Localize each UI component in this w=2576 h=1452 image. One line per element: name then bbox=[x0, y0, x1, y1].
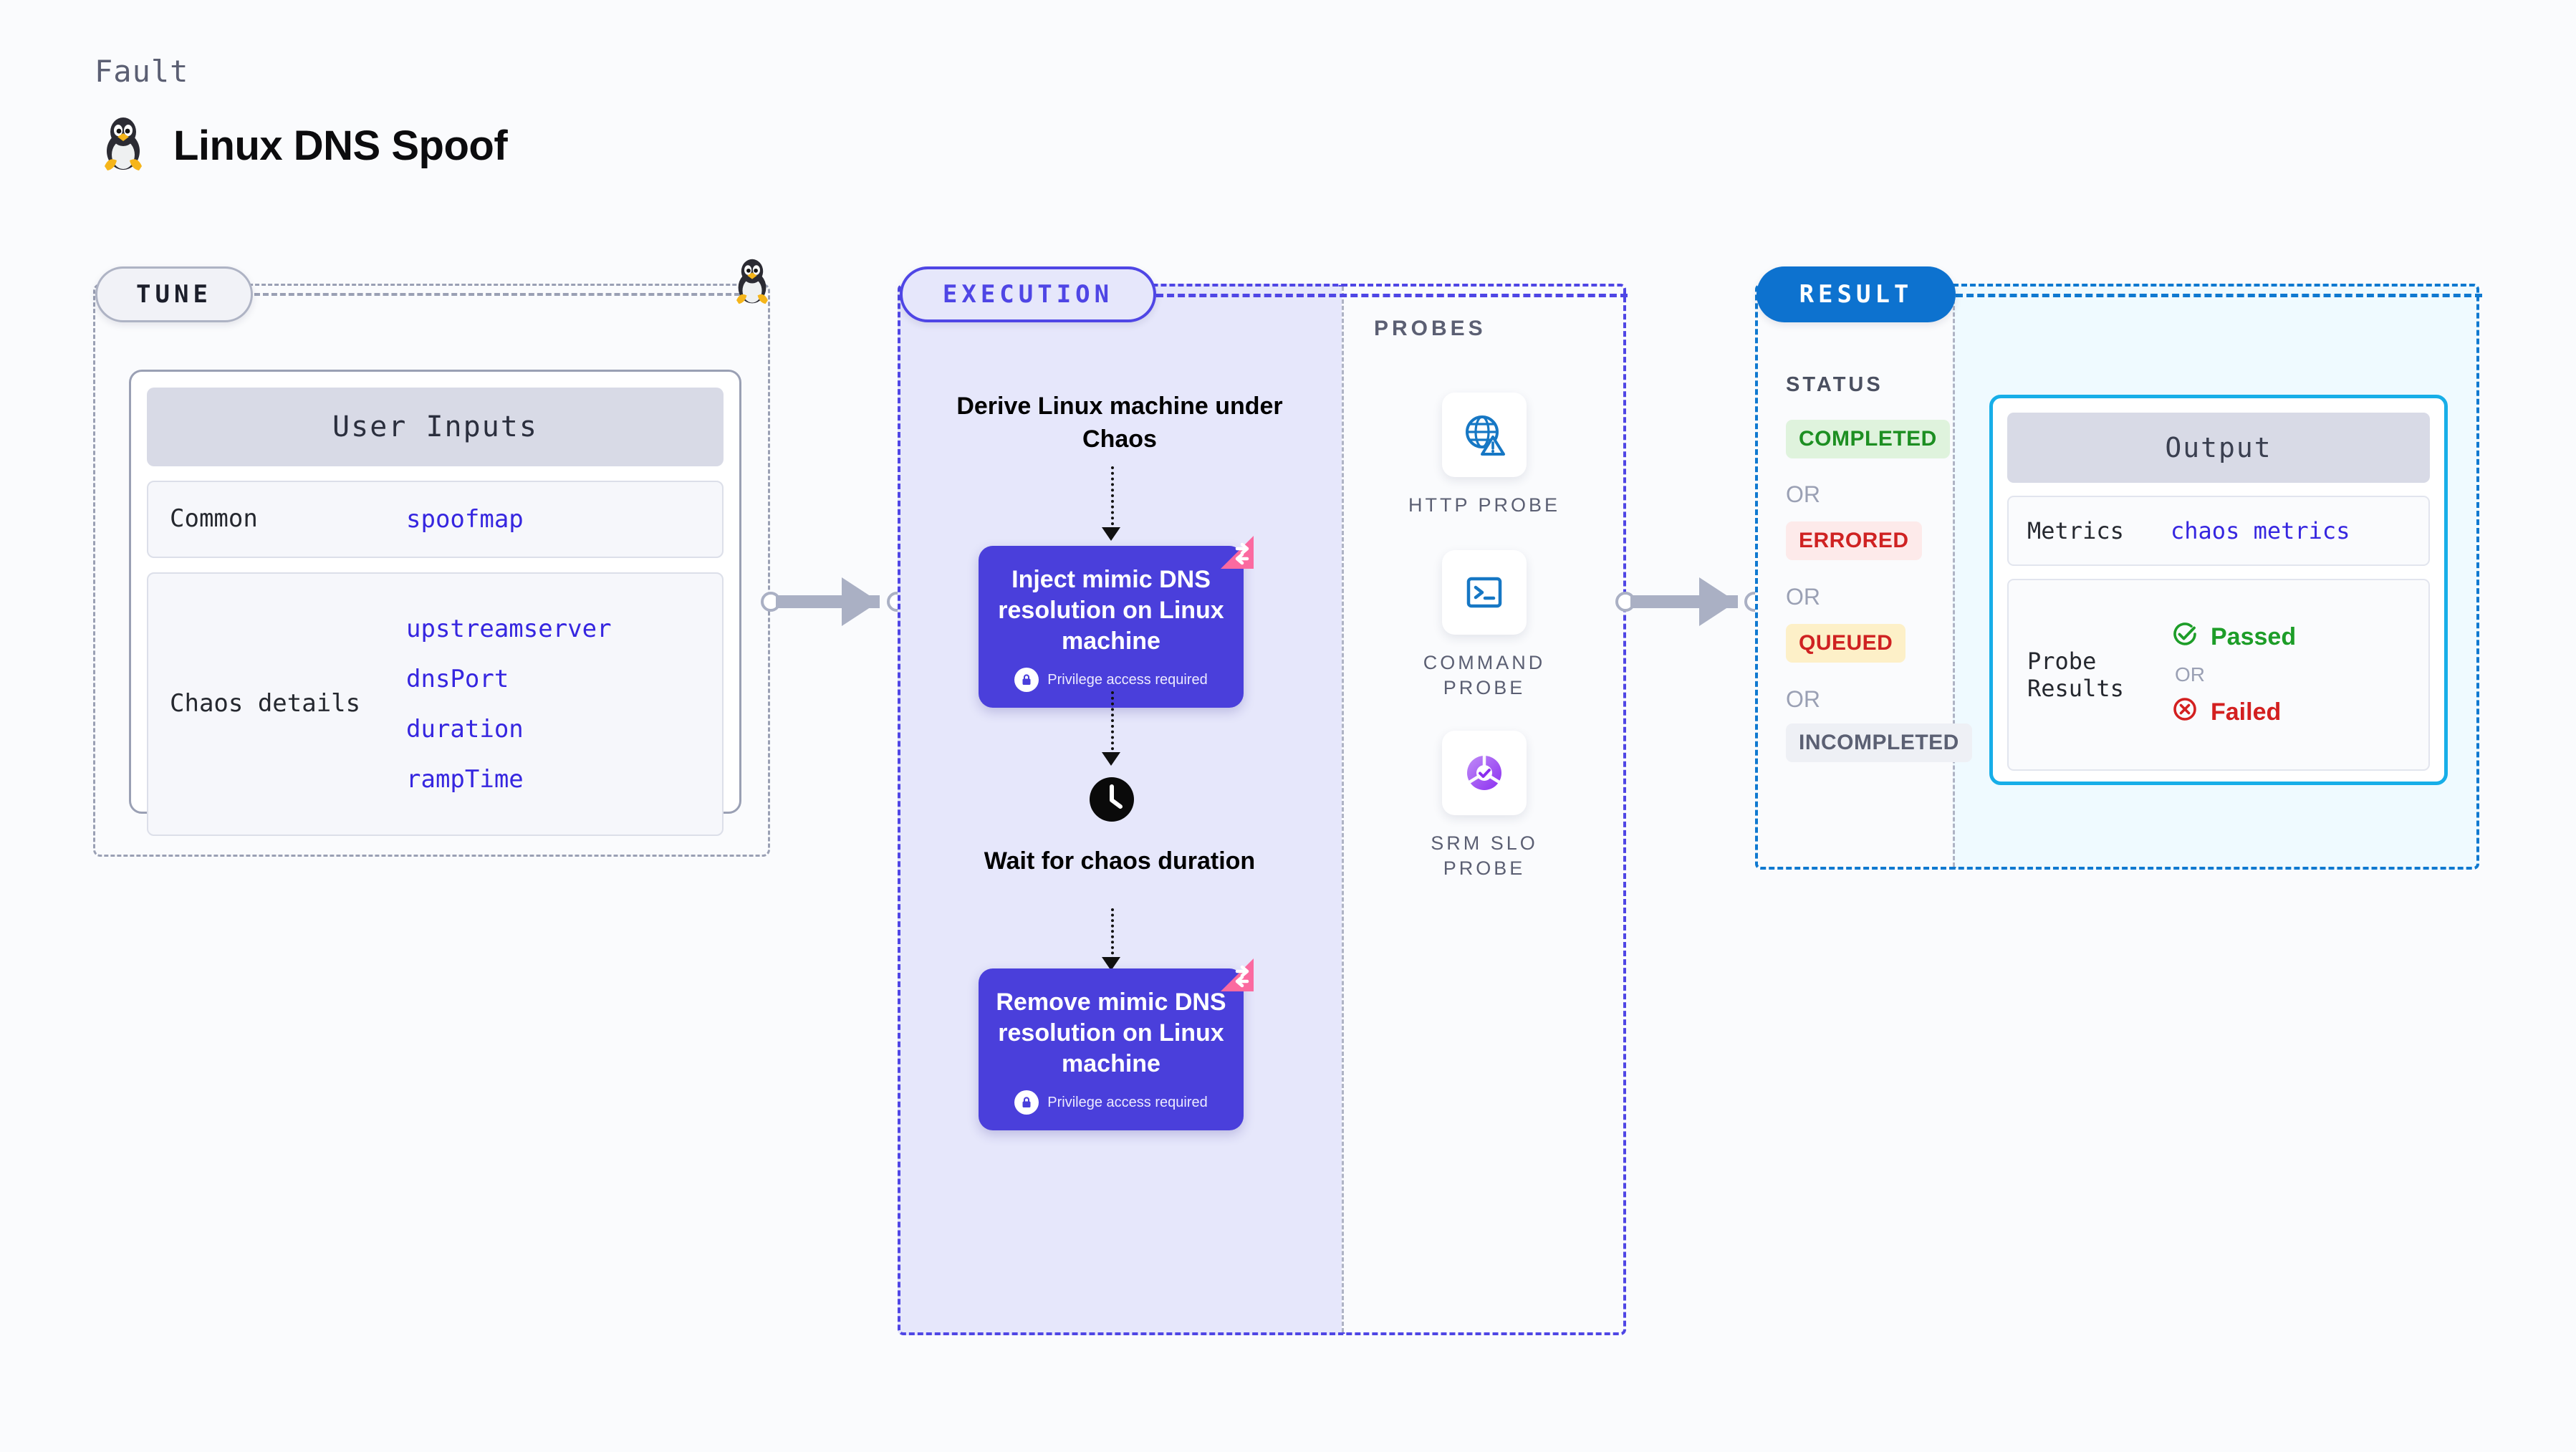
probe-command[interactable]: COMMAND PROBE bbox=[1395, 550, 1574, 701]
status-badge-errored: ERRORED bbox=[1786, 521, 1922, 560]
connector-arrowhead bbox=[842, 577, 879, 626]
probe-label: SRM SLO PROBE bbox=[1431, 832, 1538, 880]
verdict-or: OR bbox=[2175, 663, 2205, 686]
slo-donut-check-icon bbox=[1442, 731, 1527, 815]
lock-icon bbox=[1014, 668, 1039, 693]
probe-label: HTTP PROBE bbox=[1408, 494, 1561, 516]
flow-arrow-2 bbox=[1102, 752, 1120, 766]
swap-ribbon-icon bbox=[1215, 953, 1259, 1001]
verdict-passed: Passed bbox=[2171, 620, 2296, 655]
input-value: upstreamserver bbox=[406, 615, 612, 643]
verdict-list: Passed OR Failed bbox=[2171, 620, 2296, 730]
step-inject-box[interactable]: Inject mimic DNS resolution on Linux mac… bbox=[979, 536, 1254, 708]
output-row-label: Probe Results bbox=[2027, 647, 2124, 702]
input-value: duration bbox=[406, 715, 524, 744]
input-value: dnsPort bbox=[406, 665, 509, 693]
output-row-value: chaos metrics bbox=[2171, 517, 2350, 544]
step-remove-title: Remove mimic DNS resolution on Linux mac… bbox=[996, 989, 1226, 1077]
flow-arrow-3 bbox=[1102, 957, 1120, 971]
tune-panel bbox=[93, 284, 770, 857]
step-derive-label: Derive Linux machine under Chaos bbox=[956, 393, 1283, 453]
privilege-note-text: Privilege access required bbox=[1047, 1094, 1208, 1110]
tux-penguin-icon bbox=[100, 116, 146, 176]
output-row-label: Metrics bbox=[2027, 516, 2124, 544]
result-status-panel bbox=[1755, 284, 1953, 870]
result-divider bbox=[1953, 287, 1955, 867]
verdict-passed-label: Passed bbox=[2211, 623, 2297, 650]
privilege-note-text: Privilege access required bbox=[1047, 671, 1208, 688]
check-circle-icon bbox=[2171, 620, 2199, 655]
execution-badge: EXECUTION bbox=[900, 266, 1156, 322]
status-badge-incompleted: INCOMPLETED bbox=[1786, 723, 1972, 762]
status-or-1: OR bbox=[1786, 481, 1820, 507]
input-row-label: Common bbox=[170, 504, 258, 534]
output-title: Output bbox=[2007, 413, 2430, 483]
privilege-note: Privilege access required bbox=[996, 668, 1226, 693]
page-title-text: Linux DNS Spoof bbox=[173, 122, 508, 169]
step-remove-box[interactable]: Remove mimic DNS resolution on Linux mac… bbox=[979, 958, 1254, 1131]
step-inject-title: Inject mimic DNS resolution on Linux mac… bbox=[998, 566, 1224, 655]
execution-dashed-connector bbox=[1156, 294, 1628, 297]
flow-line-3 bbox=[1111, 908, 1114, 960]
input-value: rampTime bbox=[406, 765, 524, 794]
connector-arrowhead bbox=[1699, 577, 1736, 626]
probes-title: PROBES bbox=[1374, 317, 1486, 340]
clock-icon bbox=[1090, 777, 1134, 825]
page-title: Linux DNS Spoof bbox=[100, 116, 508, 176]
privilege-note: Privilege access required bbox=[996, 1090, 1226, 1115]
user-inputs-title: User Inputs bbox=[147, 388, 724, 466]
probe-srm-slo[interactable]: SRM SLO PROBE bbox=[1395, 731, 1574, 881]
user-inputs-card: User Inputs Common spoofmap Chaos detail… bbox=[129, 370, 741, 836]
status-badge-queued: QUEUED bbox=[1786, 624, 1906, 663]
tune-badge: TUNE bbox=[95, 266, 253, 322]
tune-tux-penguin-icon bbox=[733, 258, 772, 309]
output-row-probe-results: Probe Results Passed OR bbox=[2007, 579, 2430, 771]
input-row-label: Chaos details bbox=[170, 689, 361, 718]
swap-ribbon-icon bbox=[1215, 530, 1259, 578]
verdict-failed: Failed bbox=[2171, 695, 2296, 730]
output-row-metrics: Metrics chaos metrics bbox=[2007, 496, 2430, 566]
input-value: spoofmap bbox=[406, 505, 524, 534]
input-row-common: Common spoofmap bbox=[147, 481, 724, 558]
flow-arrow-1 bbox=[1102, 527, 1120, 541]
output-card: Output Metrics chaos metrics Probe Resul… bbox=[1989, 395, 2448, 785]
result-dashed-connector bbox=[1956, 294, 2482, 297]
step-wait-label: Wait for chaos duration bbox=[984, 847, 1256, 875]
terminal-icon bbox=[1442, 550, 1527, 635]
input-row-chaos-details: Chaos details upstreamserver dnsPort dur… bbox=[147, 572, 724, 836]
flow-line-1 bbox=[1111, 466, 1114, 531]
result-badge: RESULT bbox=[1756, 266, 1956, 322]
execution-probes-divider bbox=[1342, 287, 1344, 1332]
status-badge-completed: COMPLETED bbox=[1786, 420, 1950, 458]
input-row-values: upstreamserver dnsPort duration rampTime bbox=[406, 615, 612, 794]
probe-label: COMMAND PROBE bbox=[1423, 652, 1546, 699]
page-kicker: Fault bbox=[95, 54, 189, 89]
input-row-values: spoofmap bbox=[406, 505, 524, 534]
lock-icon bbox=[1014, 1090, 1039, 1115]
tune-dashed-connector bbox=[254, 293, 749, 296]
status-title: STATUS bbox=[1786, 373, 1883, 396]
probe-http[interactable]: HTTP PROBE bbox=[1395, 393, 1574, 518]
globe-warning-icon bbox=[1442, 393, 1527, 477]
verdict-failed-label: Failed bbox=[2211, 698, 2282, 726]
flow-line-2 bbox=[1111, 691, 1114, 756]
status-or-3: OR bbox=[1786, 686, 1820, 712]
status-or-2: OR bbox=[1786, 584, 1820, 610]
x-circle-icon bbox=[2171, 695, 2199, 730]
